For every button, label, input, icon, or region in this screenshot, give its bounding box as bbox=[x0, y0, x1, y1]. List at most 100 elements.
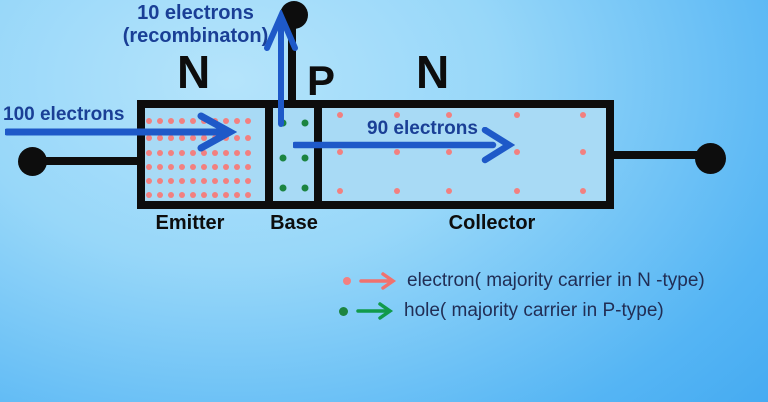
electron-dot bbox=[190, 118, 196, 124]
electron-dot bbox=[168, 118, 174, 124]
electron-dot bbox=[190, 135, 196, 141]
electron-dot bbox=[245, 178, 251, 184]
hole-dot bbox=[301, 154, 309, 162]
electron-dot bbox=[190, 192, 196, 198]
electron-dot bbox=[179, 178, 185, 184]
electron-dot bbox=[394, 149, 400, 155]
electron-dot bbox=[179, 118, 185, 124]
electron-dot bbox=[168, 135, 174, 141]
electron-flow-arrow-icon bbox=[359, 272, 397, 290]
electron-dot bbox=[234, 178, 240, 184]
electron-dot bbox=[580, 149, 586, 155]
electron-dot bbox=[245, 118, 251, 124]
electron-dot bbox=[212, 164, 218, 170]
electron-dot bbox=[157, 150, 163, 156]
electron-dot bbox=[580, 112, 586, 118]
hole-dot-icon bbox=[339, 306, 348, 316]
electron-dot bbox=[190, 178, 196, 184]
electron-dot bbox=[234, 192, 240, 198]
recombination-label-line1: 10 electrons bbox=[137, 2, 254, 24]
electron-dot bbox=[446, 112, 452, 118]
electron-dot bbox=[212, 150, 218, 156]
electron-dot bbox=[146, 164, 152, 170]
electron-dot bbox=[394, 188, 400, 194]
recombination-up-arrow bbox=[264, 10, 298, 127]
electron-dot bbox=[234, 150, 240, 156]
electron-dot bbox=[212, 192, 218, 198]
legend-item-electron: electron( majority carrier in N -type) bbox=[333, 268, 705, 294]
electron-dot bbox=[212, 178, 218, 184]
emitter-name-label: Emitter bbox=[155, 212, 225, 234]
electron-dot bbox=[337, 112, 343, 118]
electron-dot bbox=[580, 188, 586, 194]
region-emitter bbox=[145, 108, 265, 201]
electron-dot bbox=[179, 150, 185, 156]
hole-dot bbox=[301, 119, 309, 127]
electron-dot-icon bbox=[343, 277, 351, 285]
electron-dot bbox=[190, 164, 196, 170]
electron-dot bbox=[514, 112, 520, 118]
legend-hole-text: hole( majority carrier in P-type) bbox=[404, 300, 664, 321]
electron-dot bbox=[157, 178, 163, 184]
hole-dot bbox=[301, 184, 309, 192]
electron-dot bbox=[179, 192, 185, 198]
electron-dot bbox=[168, 164, 174, 170]
electron-dot bbox=[245, 192, 251, 198]
electron-dot bbox=[179, 164, 185, 170]
electron-dot bbox=[446, 149, 452, 155]
electron-dot bbox=[179, 135, 185, 141]
electron-dot bbox=[223, 150, 229, 156]
electron-dot bbox=[234, 164, 240, 170]
electron-dot bbox=[146, 135, 152, 141]
emitter-base-junction-divider bbox=[265, 108, 273, 201]
electron-dot bbox=[201, 178, 207, 184]
electron-dot bbox=[223, 178, 229, 184]
electron-dot bbox=[157, 118, 163, 124]
electron-dot bbox=[223, 118, 229, 124]
electron-dot bbox=[394, 112, 400, 118]
electron-dot bbox=[337, 149, 343, 155]
collector-name-label: Collector bbox=[448, 212, 536, 234]
electron-dot bbox=[168, 150, 174, 156]
electron-dot bbox=[168, 178, 174, 184]
electron-dot bbox=[234, 118, 240, 124]
output-flow-label: 90 electrons bbox=[367, 118, 478, 139]
base-name-label: Base bbox=[270, 212, 318, 234]
recombination-label-line2: (recombinaton) bbox=[122, 25, 269, 47]
electron-dot bbox=[514, 149, 520, 155]
electron-dot bbox=[146, 178, 152, 184]
electron-dot bbox=[223, 192, 229, 198]
collector-wire bbox=[606, 151, 702, 159]
legend: electron( majority carrier in N -type) h… bbox=[333, 268, 705, 328]
emitter-current-arrow bbox=[5, 112, 237, 152]
electron-dot bbox=[201, 135, 207, 141]
electron-dot bbox=[157, 135, 163, 141]
electron-dot bbox=[201, 192, 207, 198]
electron-dot bbox=[146, 192, 152, 198]
electron-dot bbox=[146, 118, 152, 124]
hole-flow-arrow-icon bbox=[356, 302, 394, 320]
electron-dot bbox=[157, 192, 163, 198]
transistor-body bbox=[137, 100, 614, 209]
recombination-label: 10 electrons (recombinaton) bbox=[98, 2, 293, 48]
electron-dot bbox=[168, 192, 174, 198]
hole-dot bbox=[279, 184, 287, 192]
base-wire bbox=[288, 14, 296, 104]
electron-dot bbox=[446, 188, 452, 194]
emitter-type-label: N bbox=[177, 46, 211, 98]
electron-dot bbox=[337, 188, 343, 194]
electron-dot bbox=[223, 164, 229, 170]
electron-dot bbox=[245, 164, 251, 170]
electron-dot bbox=[190, 150, 196, 156]
input-flow-label: 100 electrons bbox=[3, 104, 125, 125]
electron-dot bbox=[146, 150, 152, 156]
base-collector-junction-divider bbox=[314, 108, 322, 201]
electron-dot bbox=[201, 164, 207, 170]
hole-dot bbox=[279, 154, 287, 162]
collector-type-label: N bbox=[416, 46, 450, 98]
base-type-label: P bbox=[307, 57, 336, 104]
electron-dot bbox=[245, 135, 251, 141]
electron-dot bbox=[201, 150, 207, 156]
collector-current-arrow bbox=[293, 127, 515, 164]
electron-dot bbox=[157, 164, 163, 170]
